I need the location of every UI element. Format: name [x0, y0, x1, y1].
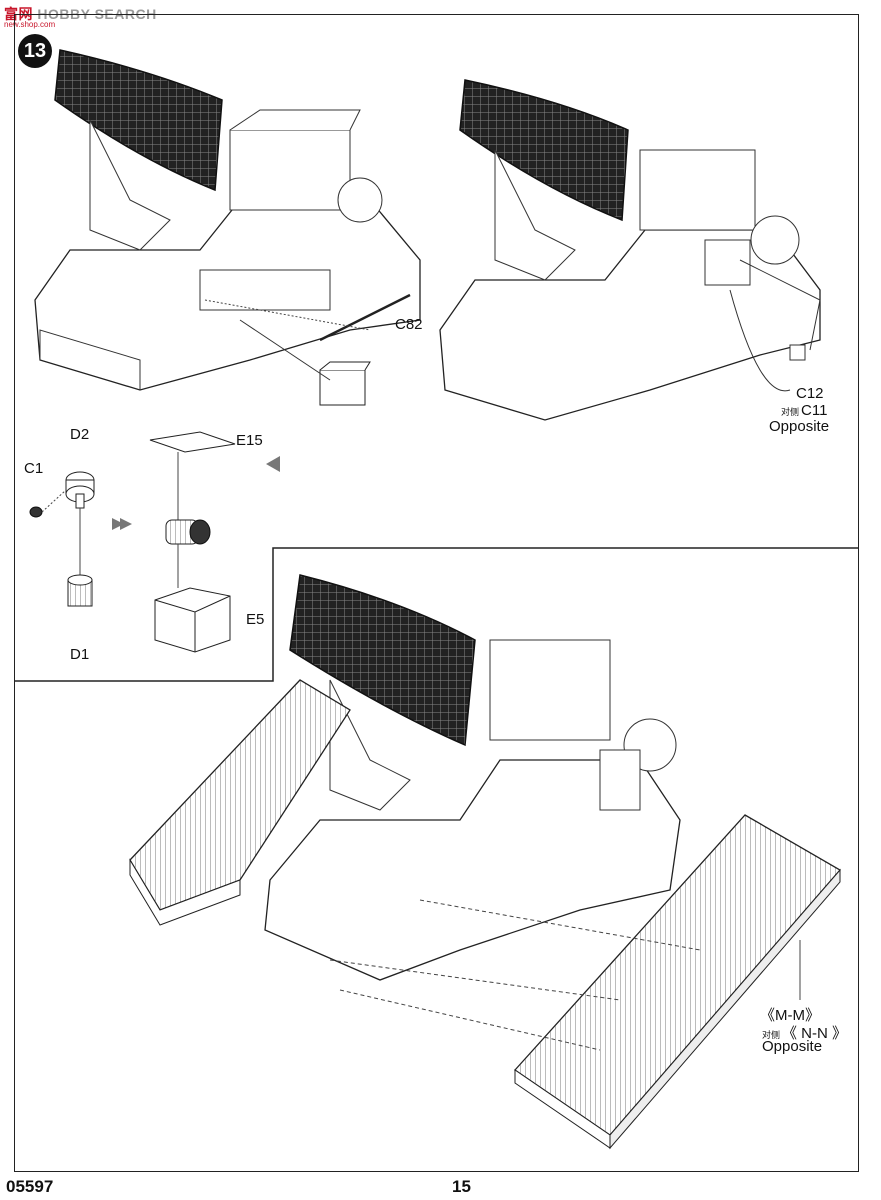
vehicle-bottom: [129, 574, 842, 1150]
sub-assembly-border: [14, 547, 859, 682]
label-opposite-bottom: Opposite: [762, 1038, 823, 1055]
label-d2: D2: [70, 426, 90, 443]
label-nn: 对侧《 N-N 》: [762, 1025, 848, 1042]
radar-antenna-right: [459, 79, 629, 222]
page-number: 15: [452, 1177, 471, 1196]
product-code: 05597: [6, 1177, 54, 1196]
label-c1: C1: [24, 460, 44, 477]
radar-antenna-bottom: [289, 574, 476, 747]
label-opposite-top: Opposite: [769, 418, 830, 435]
label-e15: E15: [236, 432, 263, 449]
part-c82-shape: [319, 293, 411, 342]
label-c12: C12: [796, 385, 824, 402]
label-e5: E5: [246, 611, 265, 628]
page-frame: [14, 14, 859, 1172]
vehicle-top-right: [439, 79, 821, 421]
hull-bottom: [264, 759, 681, 981]
step-number-badge: 13: [18, 34, 52, 68]
label-c82: C82: [395, 316, 423, 333]
sub-assembly-parts: [29, 431, 280, 653]
label-mm: 《M-M》: [760, 1007, 820, 1024]
box-part-left: [319, 369, 366, 406]
radar-antenna-left: [54, 49, 223, 192]
vehicle-top-left: [34, 49, 421, 406]
label-d1: D1: [70, 646, 90, 663]
